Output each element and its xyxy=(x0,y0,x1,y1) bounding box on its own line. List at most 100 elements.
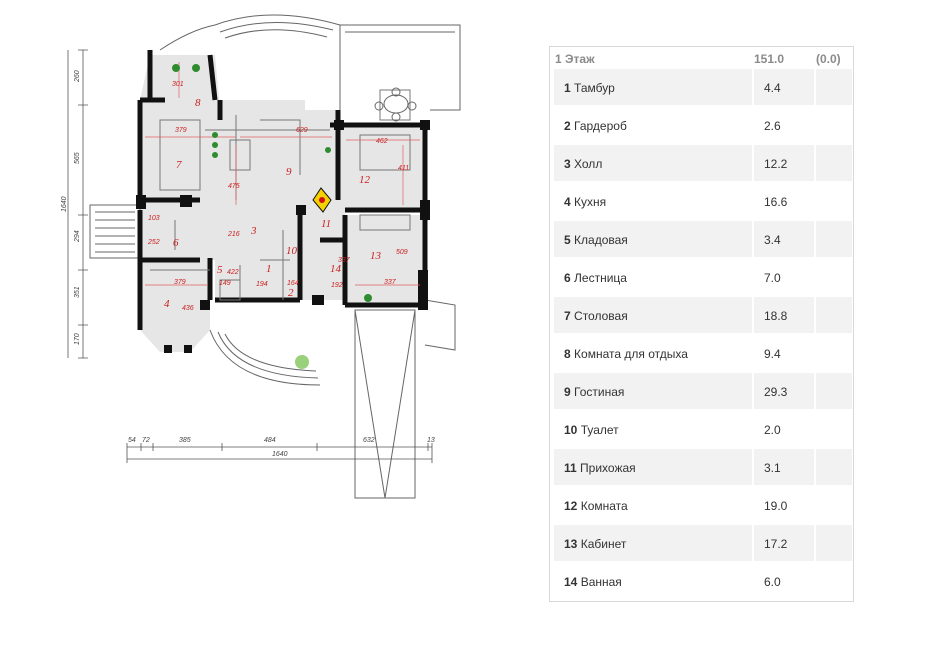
dim-label: 509 xyxy=(396,249,408,256)
room-name: Кухня xyxy=(574,195,607,209)
room-number: 7 xyxy=(564,309,571,323)
room-extra-cell xyxy=(816,107,852,143)
room-number: 14 xyxy=(564,575,578,589)
room-area: 2.0 xyxy=(764,423,781,437)
dim-label: 565 xyxy=(74,152,81,164)
plant-icons xyxy=(172,64,372,369)
room-name-cell: 12 Комната xyxy=(554,487,752,523)
dim-label: 379 xyxy=(174,279,186,286)
room-number: 6 xyxy=(173,237,179,249)
room-area: 9.4 xyxy=(764,347,781,361)
room-area: 19.0 xyxy=(764,499,788,513)
room-area: 18.8 xyxy=(764,309,788,323)
room-extra-cell xyxy=(816,297,852,333)
room-area-cell: 3.1 xyxy=(754,449,814,485)
dim-label: 260 xyxy=(74,70,81,83)
room-name-cell: 6 Лестница xyxy=(554,259,752,295)
room-number: 11 xyxy=(321,218,331,230)
room-name-cell: 8 Комната для отдыха xyxy=(554,335,752,371)
room-number: 6 xyxy=(564,271,571,285)
room-extra-cell xyxy=(816,335,852,371)
room-area: 3.4 xyxy=(764,233,781,247)
dim-label: 385 xyxy=(179,437,191,444)
dim-label: 103 xyxy=(148,215,160,222)
terrace-outlines xyxy=(89,14,461,499)
room-area: 7.0 xyxy=(764,271,781,285)
room-number: 2 xyxy=(564,119,571,133)
room-extra-cell xyxy=(816,411,852,447)
room-number: 1 xyxy=(266,263,272,275)
room-area: 6.0 xyxy=(764,575,781,589)
room-name-cell: 4 Кухня xyxy=(554,183,752,219)
room-area-cell: 29.3 xyxy=(754,373,814,409)
dim-label: 252 xyxy=(147,239,160,246)
dim-label: 337 xyxy=(338,257,351,264)
room-extra-cell xyxy=(816,487,852,523)
fireplace-icon xyxy=(312,187,332,213)
room-extra-cell xyxy=(816,259,852,295)
room-area: 2.6 xyxy=(764,119,781,133)
room-number: 8 xyxy=(195,97,201,109)
dim-label: 632 xyxy=(363,437,375,444)
outer-dim-lines xyxy=(67,49,433,463)
table-row: 10 Туалет 2.0 xyxy=(554,411,852,447)
table-row: 12 Комната 19.0 xyxy=(554,487,852,523)
room-area-cell: 7.0 xyxy=(754,259,814,295)
room-area-cell: 19.0 xyxy=(754,487,814,523)
room-extra-cell xyxy=(816,563,852,599)
dim-label: 1640 xyxy=(61,196,68,212)
dim-label: 164 xyxy=(287,280,299,287)
dim-label: 462 xyxy=(376,138,388,145)
room-area-cell: 16.6 xyxy=(754,183,814,219)
room-name: Туалет xyxy=(580,423,619,437)
room-area-cell: 6.0 xyxy=(754,563,814,599)
dim-label: 301 xyxy=(172,81,184,88)
room-extra-cell xyxy=(816,373,852,409)
room-name: Лестница xyxy=(574,271,627,285)
room-number: 13 xyxy=(370,250,382,262)
table-row: 8 Комната для отдыха 9.4 xyxy=(554,335,852,371)
bottom-dimensions: 54 72 385 484 632 13 1640 xyxy=(128,437,435,458)
room-numbers: 1 2 3 4 5 6 7 8 9 10 11 12 13 14 xyxy=(164,97,382,310)
room-name-cell: 7 Столовая xyxy=(554,297,752,333)
room-name: Ванная xyxy=(580,575,622,589)
dim-label: 72 xyxy=(142,437,150,444)
dim-label: 436 xyxy=(182,305,194,312)
room-name: Комната для отдыха xyxy=(574,347,688,361)
dim-label: 379 xyxy=(175,127,187,134)
dim-total-label: 1640 xyxy=(272,451,288,458)
room-name: Комната xyxy=(580,499,628,513)
table-row: 14 Ванная 6.0 xyxy=(554,563,852,599)
room-number: 14 xyxy=(330,263,342,275)
room-area-cell: 17.2 xyxy=(754,525,814,561)
floor-fill xyxy=(140,55,425,352)
room-name-cell: 10 Туалет xyxy=(554,411,752,447)
dim-label: 149 xyxy=(219,280,231,287)
dim-label: 170 xyxy=(74,333,81,345)
room-extra-cell xyxy=(816,145,852,181)
room-extra-cell xyxy=(816,449,852,485)
floor-plan: 1 2 3 4 5 6 7 8 9 10 11 12 13 14 379 629… xyxy=(61,14,461,499)
floor-label: 1 Этаж xyxy=(555,52,595,66)
dim-label: 411 xyxy=(398,165,409,172)
dim-label: 351 xyxy=(74,286,81,298)
dim-label: 54 xyxy=(128,437,136,444)
room-name: Гардероб xyxy=(574,119,627,133)
dim-label: 629 xyxy=(296,127,308,134)
room-name-cell: 13 Кабинет xyxy=(554,525,752,561)
room-name-cell: 1 Тамбур xyxy=(554,69,752,105)
inner-dim-lines xyxy=(145,62,420,286)
table-row: 6 Лестница 7.0 xyxy=(554,259,852,295)
room-number: 9 xyxy=(286,166,292,178)
room-number: 4 xyxy=(564,195,571,209)
room-name-cell: 2 Гардероб xyxy=(554,107,752,143)
room-extra-cell xyxy=(816,183,852,219)
room-name-cell: 11 Прихожая xyxy=(554,449,752,485)
room-number: 12 xyxy=(564,499,578,513)
terrace-table-icon xyxy=(374,87,417,122)
room-area-cell: 12.2 xyxy=(754,145,814,181)
